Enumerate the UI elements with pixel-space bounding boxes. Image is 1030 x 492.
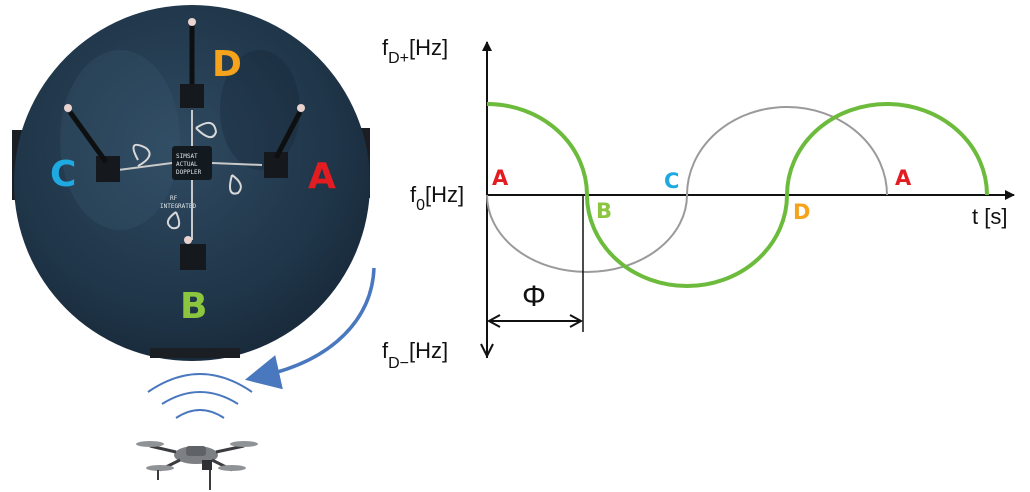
board-text-5: INTEGRATED [160, 203, 197, 210]
shifted-curve [486, 102, 989, 288]
antenna-element-d [180, 18, 204, 108]
antenna-element-a [264, 104, 305, 178]
rotation-arrow-icon [244, 267, 376, 390]
board-text-3: DOPPLER [176, 169, 202, 176]
y-bottom-label: fD−[Hz] [382, 338, 448, 372]
point-label-b: B [596, 199, 612, 223]
reference-curve [486, 106, 888, 273]
antenna-plate: SIMSAT ACTUAL DOPPLER RF INTEGRATED [12, 5, 370, 361]
point-label-c: C [664, 169, 679, 193]
point-label-a2: A [895, 166, 912, 190]
board-text-4: RF [170, 195, 178, 202]
label-a: A [308, 156, 336, 197]
label-d: D [212, 44, 242, 85]
frequency-graph: Φ fD+[Hz] f0[Hz] fD−[Hz] t [s] A B C D A [382, 35, 1015, 372]
antenna-element-c [64, 104, 120, 182]
rf-board [172, 146, 212, 180]
label-c: C [50, 154, 76, 195]
origin-label: f0[Hz] [410, 182, 464, 214]
board-text-1: SIMSAT [176, 153, 198, 160]
point-label-a1: A [492, 166, 509, 190]
board-text-2: ACTUAL [176, 161, 198, 168]
y-top-label: fD+[Hz] [382, 35, 448, 67]
radio-waves-icon [147, 373, 253, 419]
label-b: B [180, 286, 207, 327]
x-axis-label: t [s] [972, 204, 1007, 229]
phase-label: Φ [522, 280, 546, 313]
antenna-element-b [180, 236, 206, 270]
drone-icon [136, 441, 258, 490]
point-label-d: D [793, 200, 810, 224]
